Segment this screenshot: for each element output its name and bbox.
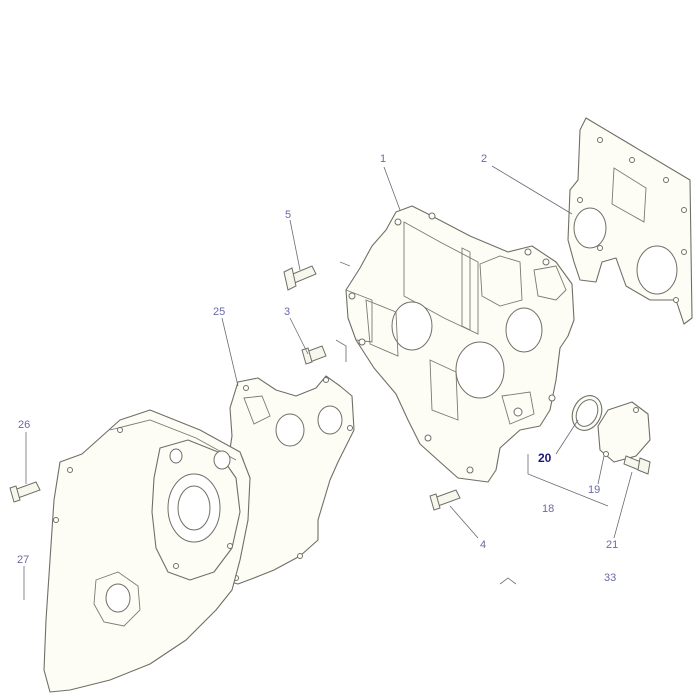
callout-19[interactable]: 19 — [588, 484, 600, 496]
callout-4[interactable]: 4 — [480, 539, 486, 551]
callout-33[interactable]: 33 — [604, 572, 616, 584]
bolt-part-4[interactable] — [429, 489, 461, 511]
leader-lines — [23, 165, 633, 600]
front-housing-part-1[interactable] — [335, 205, 575, 483]
callout-27[interactable]: 27 — [17, 554, 29, 566]
callout-2[interactable]: 2 — [481, 153, 487, 165]
bolt-part-3[interactable] — [301, 345, 327, 365]
callout-5[interactable]: 5 — [285, 209, 291, 221]
callout-3[interactable]: 3 — [284, 306, 290, 318]
part-33-edge — [499, 577, 517, 585]
callout-26[interactable]: 26 — [18, 419, 30, 431]
callout-21[interactable]: 21 — [606, 539, 618, 551]
cover-plate-part-19[interactable] — [597, 401, 651, 463]
bolt-part-26[interactable] — [9, 481, 41, 503]
callout-1[interactable]: 1 — [380, 153, 386, 165]
callout-18[interactable]: 18 — [542, 503, 554, 515]
callout-labels: 1 2 5 3 25 26 20 19 18 4 21 27 33 — [17, 153, 618, 584]
callout-20[interactable]: 20 — [538, 451, 552, 465]
bolt-part-5[interactable] — [283, 265, 317, 291]
seal-ring-part-20[interactable] — [567, 391, 608, 435]
timing-cover[interactable] — [43, 409, 251, 693]
bolt-part-21[interactable] — [623, 455, 651, 475]
callout-25[interactable]: 25 — [213, 306, 225, 318]
gasket-part-2[interactable] — [567, 117, 693, 325]
